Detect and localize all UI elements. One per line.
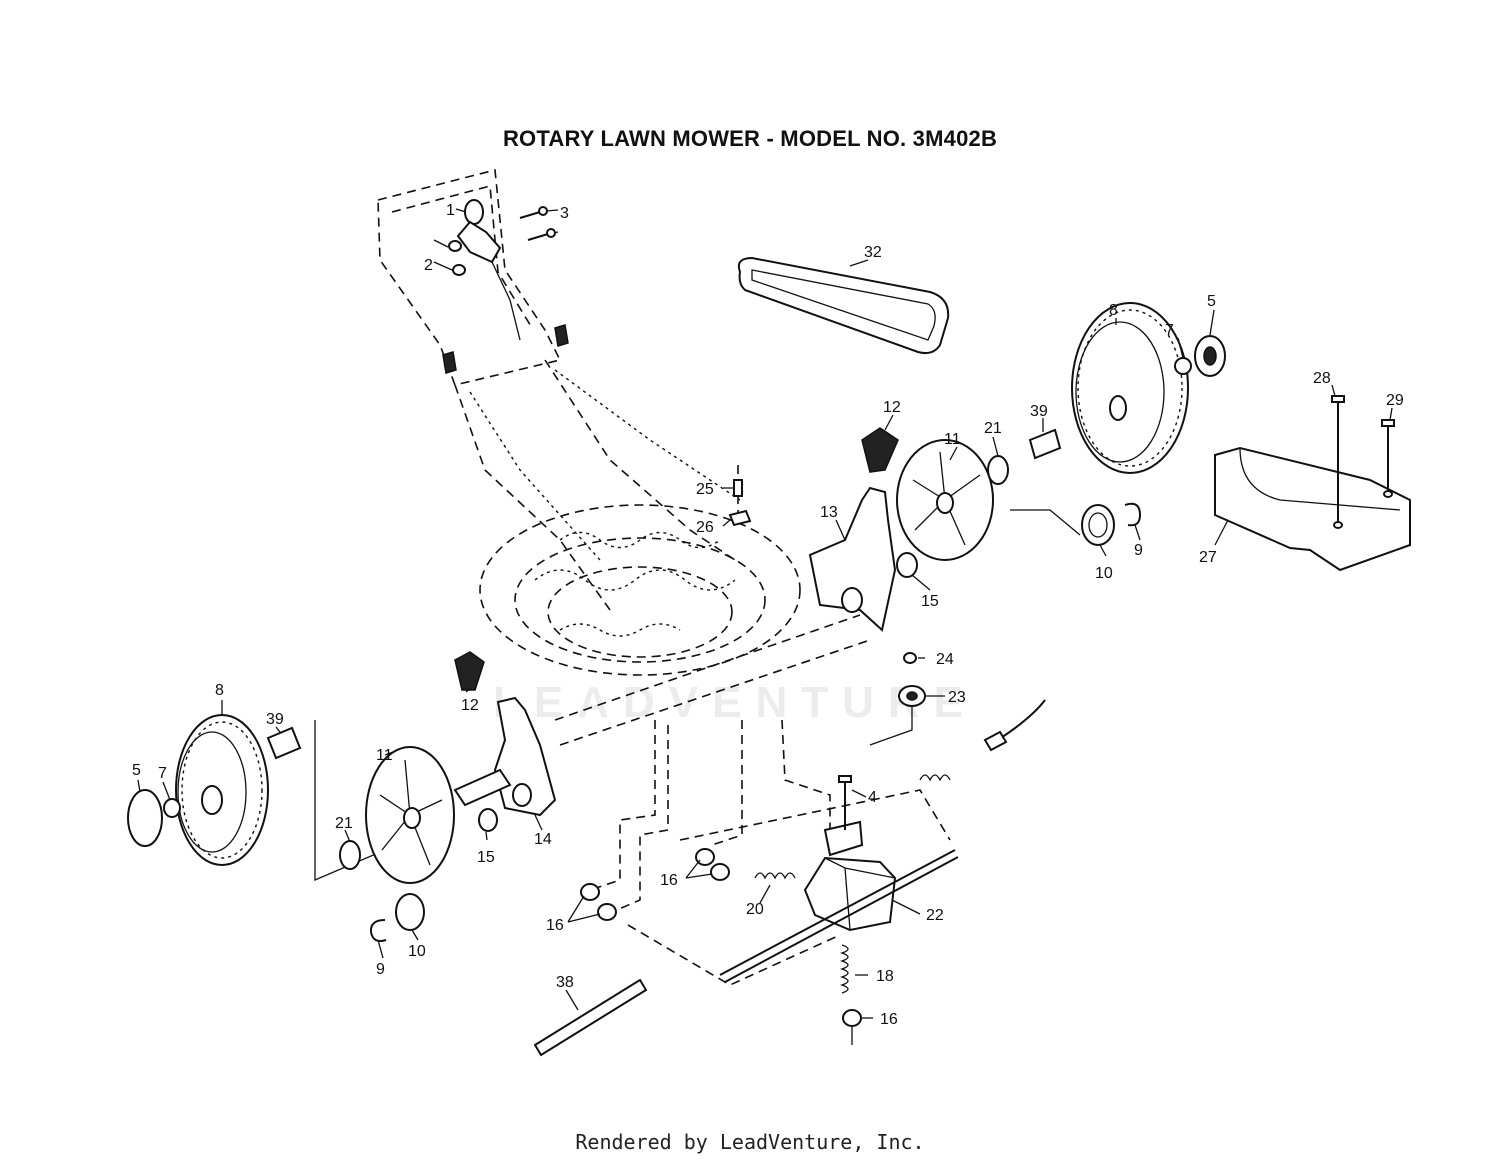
height-adjuster-right <box>728 427 918 632</box>
callout-10-left: 10 <box>408 943 426 960</box>
callout-10-right: 10 <box>1095 565 1113 582</box>
callout-7-right: 7 <box>1165 322 1174 339</box>
callout-8-right: 8 <box>1109 302 1118 319</box>
callout-11-left: 11 <box>376 747 393 764</box>
drive-pinion-right <box>1081 502 1142 546</box>
callout-1: 1 <box>446 202 455 219</box>
callout-16-pair-center: 16 <box>660 872 678 889</box>
callout-28: 28 <box>1313 370 1331 387</box>
callout-29: 29 <box>1386 392 1404 409</box>
callout-26: 26 <box>696 519 714 536</box>
mower-deck-phantom <box>479 504 871 746</box>
callout-8-left: 8 <box>215 682 224 699</box>
callout-15-right: 15 <box>921 593 939 610</box>
callout-9-left: 9 <box>376 961 385 978</box>
callout-5-right: 5 <box>1207 293 1216 310</box>
callout-24: 24 <box>936 651 954 668</box>
wheel-adapter-left <box>339 746 455 942</box>
footer-credit: Rendered by LeadVenture, Inc. <box>575 1130 925 1154</box>
transmission <box>719 652 1046 994</box>
callout-23: 23 <box>948 689 966 706</box>
leader-lines <box>137 208 1393 1019</box>
callout-13: 13 <box>820 504 838 521</box>
hex-nuts <box>580 848 862 1045</box>
callout-20: 20 <box>746 901 764 918</box>
callout-32: 32 <box>864 244 882 261</box>
callout-21-right: 21 <box>984 420 1002 437</box>
axle-rod <box>533 978 648 1057</box>
diagram-title: ROTARY LAWN MOWER - MODEL NO. 3M402B <box>502 126 998 151</box>
callout-3: 3 <box>560 205 569 222</box>
height-adjuster-left <box>453 651 557 832</box>
callout-27: 27 <box>1199 549 1217 566</box>
callout-18: 18 <box>876 968 894 985</box>
callout-22: 22 <box>926 907 944 924</box>
callout-12-right: 12 <box>883 399 901 416</box>
callout-4: 4 <box>868 789 877 806</box>
callout-16-pair-left: 16 <box>546 917 564 934</box>
callout-11-right: 11 <box>944 431 961 448</box>
handle-phantom <box>377 168 741 611</box>
callout-16-bottom: 16 <box>880 1011 898 1028</box>
callout-38: 38 <box>556 974 574 991</box>
drive-belt <box>737 256 950 355</box>
callout-39-right: 39 <box>1030 403 1048 420</box>
callout-9-right: 9 <box>1134 542 1143 559</box>
callout-15-left: 15 <box>477 849 495 866</box>
callout-7-left: 7 <box>158 765 167 782</box>
callout-39-left: 39 <box>266 711 284 728</box>
rear-wheel-right <box>1071 302 1226 474</box>
callout-2: 2 <box>424 257 433 274</box>
front-wheel-left <box>127 714 302 866</box>
callout-14: 14 <box>534 831 552 848</box>
callout-12-left: 12 <box>461 697 479 714</box>
linkage-lines <box>314 509 1081 986</box>
rear-cover <box>1214 395 1411 572</box>
callout-25: 25 <box>696 481 714 498</box>
wheel-adapter-right <box>896 428 1062 561</box>
control-lever <box>448 199 556 341</box>
leadventure-watermark: LEADVENTURE <box>492 678 978 727</box>
callout-21-left: 21 <box>335 815 353 832</box>
callout-5-left: 5 <box>132 762 141 779</box>
